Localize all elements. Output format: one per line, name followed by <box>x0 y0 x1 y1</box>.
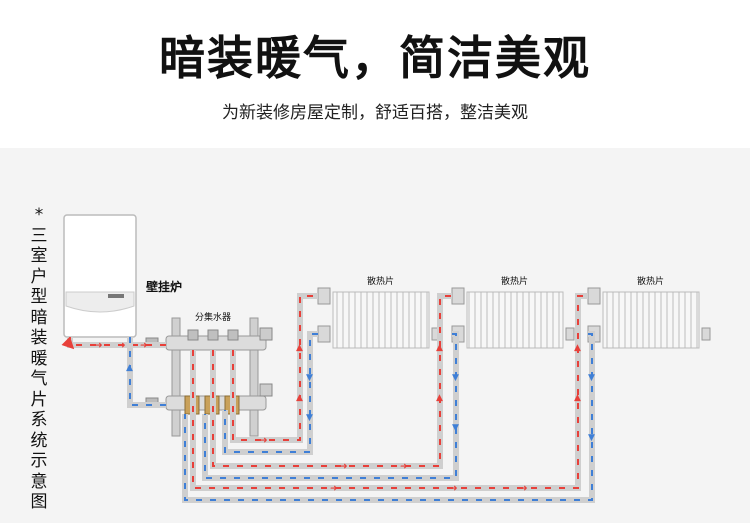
page-subtitle: 为新装修房屋定制，舒适百搭，整洁美观 <box>222 103 528 123</box>
svg-text:▲: ▲ <box>126 363 133 373</box>
flow-arrows: ➜ ➜ ➜ ▲ ▲ ▲ ▼ ▼ ▲ ▲ ▼ ▼ ▲ ▲ ▼ ▼ ➜ ➜ ➜ ➜ … <box>95 341 595 494</box>
svg-text:▼: ▼ <box>588 433 595 443</box>
svg-text:➜: ➜ <box>140 341 148 351</box>
svg-text:➜: ➜ <box>330 484 338 494</box>
radiator-label-2: 散热片 <box>501 277 529 287</box>
svg-text:➜: ➜ <box>260 436 268 446</box>
svg-text:➜: ➜ <box>118 341 126 351</box>
loop-2-supply <box>210 293 452 469</box>
svg-text:▲: ▲ <box>436 393 443 403</box>
svg-text:▲: ▲ <box>574 393 581 403</box>
svg-text:➜: ➜ <box>95 341 103 351</box>
page-title: 暗装暖气，简洁美观 <box>159 31 591 85</box>
manifold-label: 分集水器 <box>195 313 232 323</box>
boiler-return-pipe <box>127 337 166 408</box>
svg-text:➜: ➜ <box>400 462 408 472</box>
radiator-1 <box>317 287 441 349</box>
svg-text:▲: ▲ <box>296 343 303 353</box>
loop-1-return <box>222 331 318 455</box>
loop-2-return <box>202 331 459 481</box>
svg-text:➜: ➜ <box>450 484 458 494</box>
loop-3-return <box>182 331 595 503</box>
svg-text:▲: ▲ <box>436 343 443 353</box>
boiler-label: 壁挂炉 <box>146 280 183 294</box>
manifold <box>145 317 273 437</box>
svg-text:▼: ▼ <box>588 373 595 383</box>
svg-text:➜: ➜ <box>340 462 348 472</box>
svg-text:▼: ▼ <box>452 373 459 383</box>
boiler-supply-pipe <box>61 336 166 350</box>
svg-text:▼: ▼ <box>452 423 459 433</box>
side-caption: *三室户型暗装暖气片系统示意图 <box>30 205 48 512</box>
radiator-label-1: 散热片 <box>367 277 395 287</box>
header: 暗装暖气，简洁美观 为新装修房屋定制，舒适百搭，整洁美观 <box>0 0 750 148</box>
svg-text:▼: ▼ <box>306 373 313 383</box>
loop-3-supply <box>190 293 588 491</box>
svg-text:▲: ▲ <box>296 393 303 403</box>
radiator-3 <box>587 287 711 349</box>
svg-text:➜: ➜ <box>520 484 528 494</box>
radiator-label-3: 散热片 <box>637 277 665 287</box>
svg-text:▼: ▼ <box>306 413 313 423</box>
svg-text:▲: ▲ <box>574 343 581 353</box>
radiator-2 <box>451 287 575 349</box>
loop-1-supply <box>230 293 318 443</box>
boiler <box>63 214 137 338</box>
